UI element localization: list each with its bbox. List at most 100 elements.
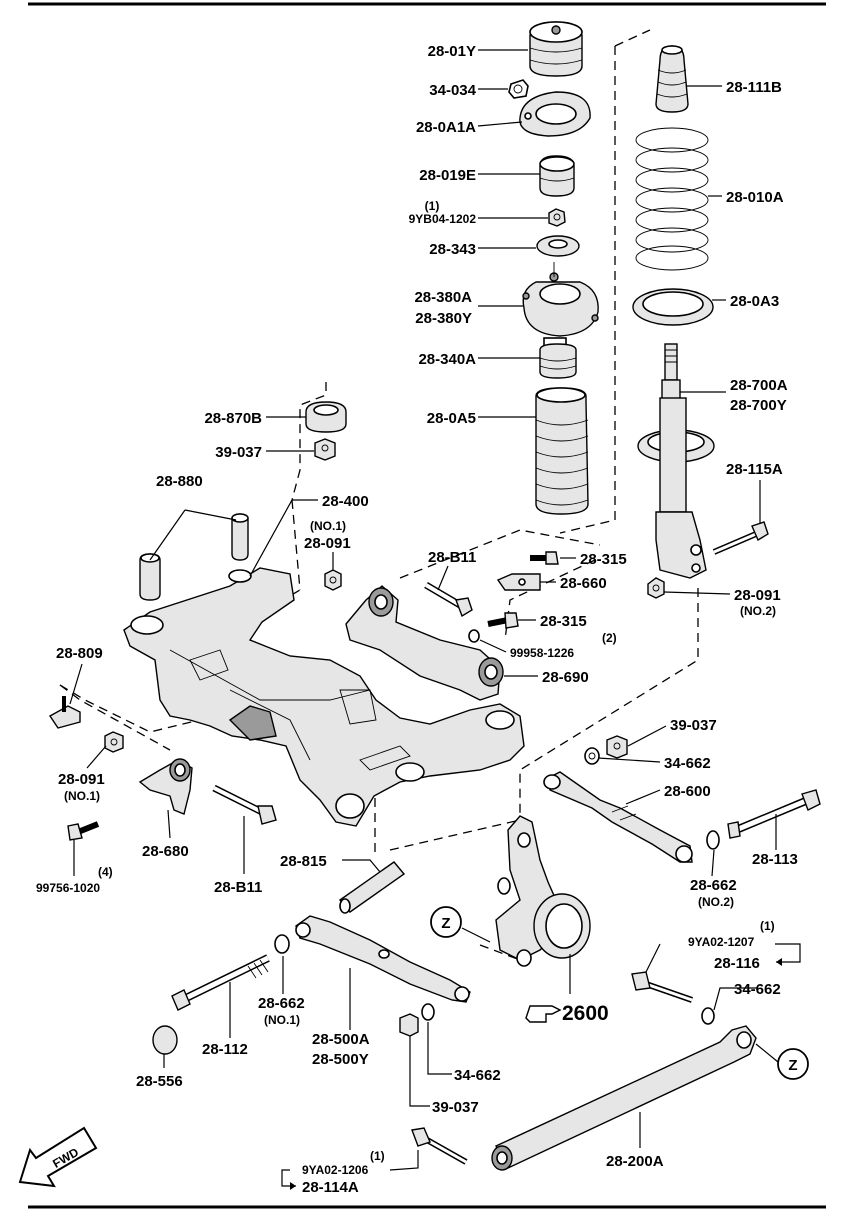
label-28-200a: 28-200A	[606, 1153, 664, 1170]
label-9ya02-1206: 9YA02-1206	[302, 1163, 369, 1177]
label-28-113: 28-113	[752, 851, 798, 868]
label-28-0a1a: 28-0A1A	[416, 119, 476, 136]
label-2600: 2600	[562, 1002, 609, 1025]
label-28-662-no2-note: (NO.2)	[698, 895, 734, 909]
forward-direction-arrow-icon	[18, 1126, 98, 1188]
label-28-112: 28-112	[202, 1041, 248, 1058]
lower-arm-500a	[295, 915, 471, 1003]
label-39-037-bottom: 39-037	[432, 1099, 479, 1116]
label-28-0a5: 28-0A5	[427, 410, 476, 427]
nut-091-no1-top	[324, 569, 342, 591]
label-z-right: Z	[788, 1057, 797, 1074]
nut-39-037-bottom	[399, 1013, 419, 1037]
label-28-115a: 28-115A	[726, 461, 783, 478]
part-labels: 28-01Y 34-034 28-0A1A 28-019E (1) 9YB04-…	[36, 43, 798, 1196]
nut-091-no2	[647, 577, 665, 599]
label-28-700a: 28-700A	[730, 377, 788, 394]
lateral-link-600	[543, 771, 693, 863]
label-28-690: 28-690	[542, 669, 589, 686]
label-9ya02-1207: 9YA02-1207	[688, 935, 755, 949]
label-28-0a3: 28-0A3	[730, 293, 779, 310]
bolt-99756	[67, 821, 100, 841]
label-39-037-right: 39-037	[670, 717, 717, 734]
bracket-660	[496, 573, 541, 591]
label-28-114a: 28-114A	[302, 1179, 359, 1196]
label-28-b11-top: 28-B11	[428, 549, 476, 566]
label-34-662-lower-right: 34-662	[734, 981, 781, 998]
cap-556	[152, 1025, 178, 1055]
mount-bushing	[539, 155, 575, 197]
detail-z-circle-left	[430, 906, 462, 938]
nut-39-037-top	[314, 438, 336, 461]
bolt-315-top	[530, 551, 559, 565]
label-28-091-no2: 28-091	[734, 587, 781, 604]
bolt-315-mid	[487, 612, 519, 629]
label-z-left: Z	[441, 915, 450, 932]
rear-crossmember	[123, 567, 525, 827]
label-28-556: 28-556	[136, 1073, 183, 1090]
washer-662-no1	[274, 934, 290, 954]
spring-seat	[632, 288, 714, 326]
bolt-113	[727, 789, 821, 839]
bolt-b11-top	[424, 581, 473, 618]
label-28-380a: 28-380A	[414, 289, 472, 306]
assembly-dashed-lines	[59, 29, 699, 961]
label-28-091-no2-note: (NO.2)	[740, 604, 776, 618]
label-28-010a: 28-010A	[726, 189, 784, 206]
label-28-662-no2: 28-662	[690, 877, 737, 894]
washer-34-662-right	[584, 747, 600, 765]
knuckle-2600	[495, 815, 591, 967]
coil-spring	[635, 127, 709, 271]
label-99958-1226: 99958-1226	[510, 646, 574, 660]
label-28-680: 28-680	[142, 843, 189, 860]
label-28-662-no1-note: (NO.1)	[264, 1013, 300, 1027]
bolt-b11-bottom	[212, 784, 277, 825]
pointing-hand-icon	[525, 1005, 562, 1023]
dust-boot	[535, 387, 589, 515]
label-28-091-no1-top: 28-091	[304, 535, 351, 552]
nut-091-no1-left	[104, 731, 124, 753]
label-99756-qty: (4)	[98, 865, 113, 879]
label-28-809: 28-809	[56, 645, 103, 662]
arrowhead-116	[776, 958, 782, 966]
label-28-400: 28-400	[322, 493, 369, 510]
label-28-380y: 28-380Y	[415, 310, 472, 327]
label-28-660: 28-660	[560, 575, 607, 592]
label-28-315-top: 28-315	[580, 551, 627, 568]
label-28-500a: 28-500A	[312, 1031, 370, 1048]
label-28-111b: 28-111B	[726, 79, 782, 96]
bound-stopper	[539, 343, 577, 379]
lower-bracket-680	[138, 758, 193, 815]
crossmember-bushing	[305, 401, 347, 433]
label-28-700y: 28-700Y	[730, 397, 787, 414]
label-99958-qty: (2)	[602, 631, 617, 645]
label-39-037-top: 39-037	[215, 444, 262, 461]
washer-99958	[468, 629, 480, 643]
bolt-9ya02-1206	[411, 1127, 468, 1165]
label-28-091-no1-top-note: (NO.1)	[310, 519, 346, 533]
washer-662-no2	[706, 830, 720, 850]
label-34-662-bottom: 34-662	[454, 1067, 501, 1084]
label-9yb04-1202: 9YB04-1202	[409, 212, 477, 226]
label-34-662-right: 34-662	[664, 755, 711, 772]
strut-bolt-115a	[712, 521, 769, 555]
bump-stopper	[655, 45, 689, 113]
bolt-112	[171, 954, 270, 1011]
label-9ya02-1207-qty: (1)	[760, 919, 775, 933]
label-9ya02-1206-qty: (1)	[370, 1149, 385, 1163]
upper-plate	[519, 91, 591, 137]
washer-34-662-lower-right	[701, 1007, 715, 1025]
nut-39-037-right	[606, 735, 628, 759]
label-9yb04-qty: (1)	[425, 199, 440, 213]
upper-arm-690	[345, 585, 504, 701]
label-28-b11-bottom: 28-B11	[214, 879, 262, 896]
label-28-600: 28-600	[664, 783, 711, 800]
nut-34-034	[508, 79, 529, 99]
label-28-500y: 28-500Y	[312, 1051, 369, 1068]
label-28-315-mid: 28-315	[540, 613, 587, 630]
label-28-01y: 28-01Y	[428, 43, 476, 60]
label-28-340a: 28-340A	[418, 351, 476, 368]
label-99756-1020: 99756-1020	[36, 881, 100, 895]
bracket-809	[48, 696, 81, 729]
bolt-116	[631, 971, 693, 1003]
